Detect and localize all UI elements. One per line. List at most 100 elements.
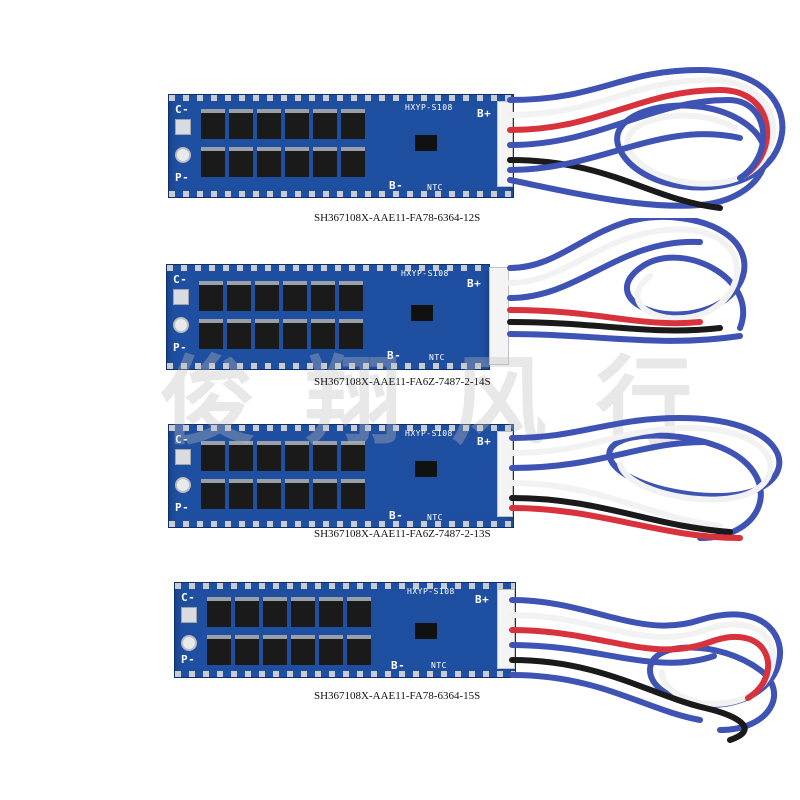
mosfet [229,479,253,509]
mosfet [201,109,225,139]
p-minus-hole [175,477,191,493]
b-plus-label: B+ [467,277,482,290]
b-plus-label: B+ [477,435,492,448]
mosfet [313,441,337,471]
p-minus-label: P- [181,653,196,666]
p-minus-hole [181,635,197,651]
mosfet [201,441,225,471]
balance-connector [489,267,509,365]
pcb-board: C- P- HXYP-S108 B+ B- NTC [174,582,516,678]
pcb-board: C- P- HXYP-S108 B+ B- NTC [168,424,514,528]
board-assembly-15s: C- P- HXYP-S108 B+ B- NTC SH367108X-AAE1… [0,580,800,780]
mosfet [311,319,335,349]
mosfet [313,147,337,177]
mosfet [263,635,287,665]
mosfet [341,147,365,177]
b-minus-label: B- [389,509,404,522]
mosfet [263,597,287,627]
board-assembly-14s: C- P- HXYP-S108 B+ B- NTC SH367108X-AAE1… [0,218,800,418]
pcb-board: C- P- HXYP-S108 B+ B- NTC [166,264,509,370]
mosfet [199,281,223,311]
mosfet [257,479,281,509]
mosfet [291,597,315,627]
b-plus-label: B+ [475,593,490,606]
wire-harness [507,218,748,344]
mosfet [313,479,337,509]
mosfet [201,479,225,509]
mosfet [285,109,309,139]
mosfet [319,635,343,665]
balance-connector [497,431,513,517]
b-minus-label: B- [387,349,402,362]
b-minus-label: B- [391,659,406,672]
p-minus-hole [175,147,191,163]
mosfet [339,281,363,311]
c-minus-label: C- [175,103,190,116]
mosfet [257,147,281,177]
mosfet [199,319,223,349]
model-silk: HXYP-S108 [407,587,455,596]
mosfet [341,479,365,509]
model-silk: HXYP-S108 [405,103,453,112]
mosfet [201,147,225,177]
wire-harness [507,66,786,211]
c-minus-pad [173,289,189,305]
mosfet [235,635,259,665]
ntc-label: NTC [427,513,443,522]
mosfet [313,109,337,139]
mosfet [257,441,281,471]
p-minus-label: P- [173,341,188,354]
c-minus-label: C- [181,591,196,604]
board-caption: SH367108X-AAE11-FA78-6364-15S [314,690,481,702]
mosfet [255,281,279,311]
mosfet [347,635,371,665]
model-silk: HXYP-S108 [405,429,453,438]
mosfet [311,281,335,311]
board-caption: SH367108X-AAE11-FA6Z-7487-2-13S [314,528,491,540]
mosfet [229,109,253,139]
board-assembly-12s: C- P- HXYP-S108 B+ B- NTC SH367108X-AAE1… [0,60,800,260]
wire-harness [509,597,783,743]
mosfet [255,319,279,349]
mosfet [339,319,363,349]
b-plus-label: B+ [477,107,492,120]
ntc-label: NTC [431,661,447,670]
p-minus-label: P- [175,171,190,184]
c-minus-pad [175,449,191,465]
board-caption: SH367108X-AAE11-FA6Z-7487-2-14S [314,376,491,388]
mosfet [347,597,371,627]
mosfet [285,441,309,471]
mosfet [319,597,343,627]
b-minus-label: B- [389,179,404,192]
mosfet [283,281,307,311]
mosfet [291,635,315,665]
mosfet [229,441,253,471]
bms-chip [411,305,433,321]
c-minus-label: C- [173,273,188,286]
board-caption: SH367108X-AAE11-FA78-6364-12S [314,212,481,224]
mosfet [341,109,365,139]
bms-chip [415,135,437,151]
mosfet [207,635,231,665]
mosfet [341,441,365,471]
mosfet [227,281,251,311]
board-assembly-13s: C- P- HXYP-S108 B+ B- NTC SH367108X-AAE1… [0,408,800,608]
bms-chip [415,623,437,639]
mosfet [283,319,307,349]
mosfet [285,147,309,177]
wire-harness [509,414,783,541]
mosfet [229,147,253,177]
p-minus-label: P- [175,501,190,514]
mosfet [207,597,231,627]
p-minus-hole [173,317,189,333]
bms-chip [415,461,437,477]
ntc-label: NTC [429,353,445,362]
mosfet [227,319,251,349]
c-minus-pad [175,119,191,135]
mosfet [257,109,281,139]
model-silk: HXYP-S108 [401,269,449,278]
c-minus-pad [181,607,197,623]
mosfet [235,597,259,627]
mosfet [285,479,309,509]
c-minus-label: C- [175,433,190,446]
